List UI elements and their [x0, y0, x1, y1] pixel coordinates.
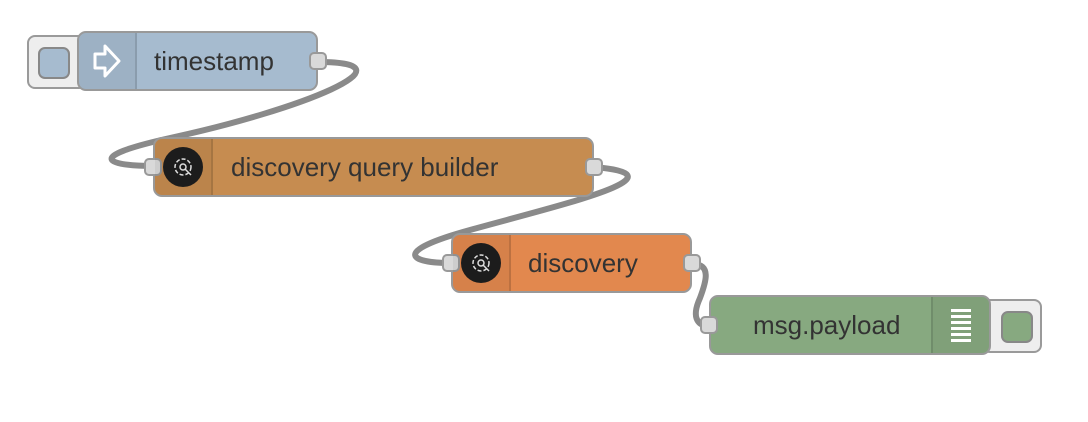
watson-icon: [163, 147, 203, 187]
node-debug[interactable]: msg.payload: [700, 295, 991, 355]
node-icon-box: [931, 297, 989, 353]
output-port[interactable]: [683, 254, 701, 272]
debug-toggle-button[interactable]: [1001, 311, 1033, 343]
node-label: timestamp: [154, 45, 274, 76]
wire-timestamp-to-query-builder[interactable]: [108, 59, 360, 169]
debug-toggle-shell[interactable]: [982, 299, 1042, 353]
node-timestamp[interactable]: timestamp: [77, 31, 327, 91]
node-label: discovery query builder: [231, 151, 499, 182]
node-label: discovery: [528, 247, 638, 278]
node-icon-box: [155, 139, 213, 195]
watson-icon: [461, 243, 501, 283]
arrow-right-icon: [93, 44, 121, 78]
output-port[interactable]: [309, 52, 327, 70]
output-port[interactable]: [585, 158, 603, 176]
node-icon-box: [453, 235, 511, 291]
node-icon-box: [79, 33, 137, 89]
input-port[interactable]: [144, 158, 162, 176]
wire-query-builder-to-discovery[interactable]: [412, 164, 631, 266]
node-label: msg.payload: [753, 309, 901, 340]
inject-button[interactable]: [38, 47, 70, 79]
input-port[interactable]: [700, 316, 718, 334]
node-discovery[interactable]: discovery: [442, 233, 701, 293]
list-icon: [951, 309, 971, 342]
input-port[interactable]: [442, 254, 460, 272]
node-query-builder[interactable]: discovery query builder: [144, 137, 603, 197]
